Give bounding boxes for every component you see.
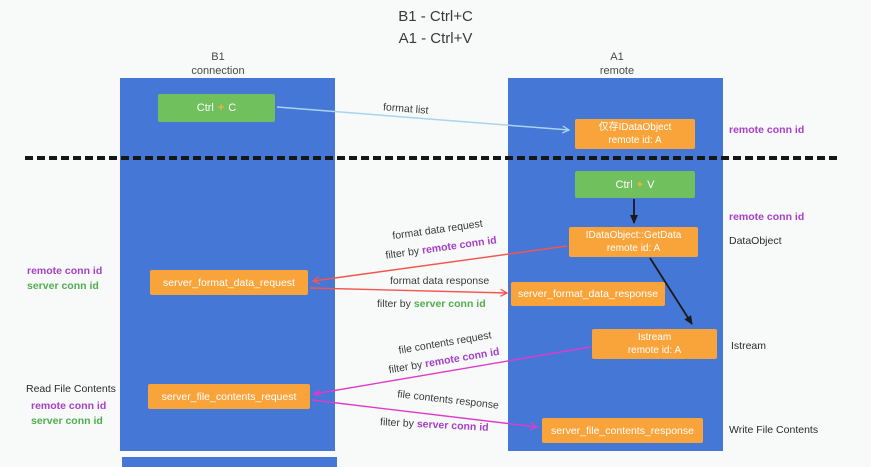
- diagram-title: B1 - Ctrl+C A1 - Ctrl+V: [0, 6, 871, 50]
- istream-line1: Istream: [637, 332, 672, 343]
- idataobject-line2: remote id: A: [608, 135, 662, 146]
- lane-a1-name: A1: [610, 51, 624, 63]
- remote-conn-id-text: remote conn id: [421, 234, 498, 257]
- lane-header-b1: B1 connection: [158, 51, 278, 79]
- filter-by-text: filter by: [377, 298, 411, 310]
- node-ctrl-v: Ctrl+V: [575, 171, 695, 198]
- istream-line2: remote id: A: [627, 345, 682, 356]
- lane-b1-subtitle: connection: [191, 64, 245, 77]
- node-server-format-data-response: server_format_data_response: [511, 282, 665, 306]
- lane-a1-subtitle: remote: [599, 64, 635, 77]
- ctrl-v-key: V: [647, 178, 655, 191]
- node-getdata: IDataObject::GetData remote id: A: [569, 227, 698, 257]
- getdata-line1: IDataObject::GetData: [585, 230, 682, 241]
- node-idataobject: 仅存IDataObject remote id: A: [575, 119, 695, 149]
- node-server-file-contents-request: server_file_contents_request: [148, 384, 310, 409]
- plus-sign: +: [636, 178, 644, 191]
- lane-b1-continuation: [122, 457, 337, 467]
- node-istream: Istream remote id: A: [592, 329, 717, 359]
- node-server-file-contents-response: server_file_contents_response: [542, 418, 703, 443]
- node-ctrl-c: Ctrl+C: [158, 94, 275, 122]
- side-label-write-file-contents: Write File Contents: [729, 424, 819, 436]
- node-server-format-data-request: server_format_data_request: [150, 270, 308, 295]
- lane-b1-name: B1: [211, 51, 225, 63]
- idataobject-line1: 仅存IDataObject: [598, 122, 672, 133]
- title-line-2: A1 - Ctrl+V: [398, 29, 473, 47]
- side-label-remote-conn-id-left-2: remote conn id: [31, 400, 107, 412]
- lane-header-a1: A1 remote: [557, 51, 677, 79]
- server-conn-id-text: server conn id: [413, 298, 486, 310]
- arrow-label-format-data-response: format data response: [390, 275, 490, 287]
- arrow-format-data-response: [309, 287, 509, 297]
- side-label-server-conn-id-left-2: server conn id: [31, 415, 103, 427]
- side-label-remote-conn-id-right-2: remote conn id: [729, 211, 805, 223]
- plus-sign: +: [217, 102, 225, 114]
- side-label-read-file-contents: Read File Contents: [26, 383, 116, 395]
- title-line-1: B1 - Ctrl+C: [398, 8, 473, 25]
- side-label-istream: Istream: [731, 340, 767, 352]
- getdata-line2: remote id: A: [606, 243, 661, 254]
- server-conn-id-text: server conn id: [416, 418, 489, 434]
- arrow-label-file-contents-response: file contents response: [396, 388, 500, 412]
- side-label-dataobject: DataObject: [729, 235, 782, 247]
- arrow-label-format-list: format list: [382, 101, 429, 117]
- side-label-server-conn-id-left-1: server conn id: [27, 280, 99, 292]
- ctrl-v-text: Ctrl: [615, 178, 633, 191]
- side-label-remote-conn-id-left-1: remote conn id: [27, 265, 103, 277]
- ctrl-c-text: Ctrl: [196, 102, 214, 114]
- session-divider-line: [25, 156, 837, 160]
- filter-by-text: filter by: [379, 416, 415, 430]
- filter-by-text: filter by: [387, 358, 424, 377]
- filter-by-text: filter by: [384, 245, 420, 262]
- side-label-remote-conn-id-right-1: remote conn id: [729, 124, 805, 136]
- ctrl-c-key: C: [228, 102, 237, 114]
